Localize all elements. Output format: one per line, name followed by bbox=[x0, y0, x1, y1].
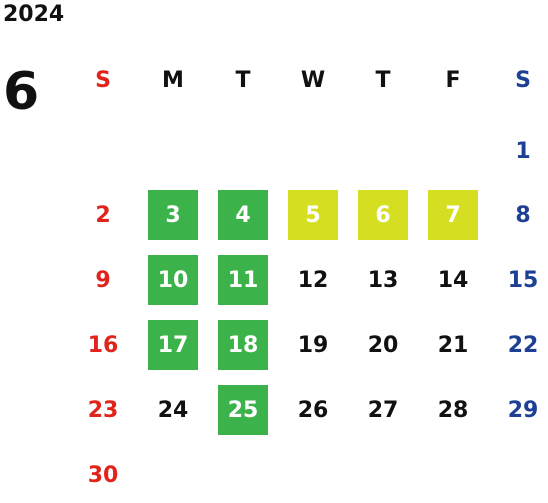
day-cell-2[interactable]: 2 bbox=[95, 202, 111, 228]
day-cell-27[interactable]: 27 bbox=[367, 397, 399, 423]
month-number: 6 bbox=[3, 62, 40, 122]
weekday-4: T bbox=[375, 68, 391, 93]
day-cell-11[interactable]: 11 bbox=[218, 255, 268, 305]
day-cell-26[interactable]: 26 bbox=[297, 397, 329, 423]
day-cell-16[interactable]: 16 bbox=[87, 332, 119, 358]
day-cell-1[interactable]: 1 bbox=[515, 138, 531, 164]
day-cell-6[interactable]: 6 bbox=[358, 190, 408, 240]
day-cell-7[interactable]: 7 bbox=[428, 190, 478, 240]
day-cell-28[interactable]: 28 bbox=[437, 397, 469, 423]
weekday-1: M bbox=[162, 68, 184, 93]
weekday-0: S bbox=[95, 68, 111, 93]
day-cell-13[interactable]: 13 bbox=[367, 267, 399, 293]
day-cell-4[interactable]: 4 bbox=[218, 190, 268, 240]
weekday-2: T bbox=[235, 68, 251, 93]
year-label: 2024 bbox=[3, 2, 65, 27]
day-cell-20[interactable]: 20 bbox=[367, 332, 399, 358]
day-cell-18[interactable]: 18 bbox=[218, 320, 268, 370]
day-cell-30[interactable]: 30 bbox=[87, 462, 119, 488]
day-cell-5[interactable]: 5 bbox=[288, 190, 338, 240]
day-cell-21[interactable]: 21 bbox=[437, 332, 469, 358]
weekday-6: S bbox=[515, 68, 531, 93]
day-cell-10[interactable]: 10 bbox=[148, 255, 198, 305]
day-cell-23[interactable]: 23 bbox=[87, 397, 119, 423]
day-cell-15[interactable]: 15 bbox=[507, 267, 539, 293]
day-cell-8[interactable]: 8 bbox=[515, 202, 531, 228]
day-cell-9[interactable]: 9 bbox=[95, 267, 111, 293]
day-cell-22[interactable]: 22 bbox=[507, 332, 539, 358]
day-cell-29[interactable]: 29 bbox=[507, 397, 539, 423]
day-cell-19[interactable]: 19 bbox=[297, 332, 329, 358]
day-cell-12[interactable]: 12 bbox=[297, 267, 329, 293]
day-cell-3[interactable]: 3 bbox=[148, 190, 198, 240]
day-cell-14[interactable]: 14 bbox=[437, 267, 469, 293]
day-cell-24[interactable]: 24 bbox=[157, 397, 189, 423]
weekday-5: F bbox=[445, 68, 461, 93]
day-cell-25[interactable]: 25 bbox=[218, 385, 268, 435]
day-cell-17[interactable]: 17 bbox=[148, 320, 198, 370]
weekday-3: W bbox=[300, 68, 326, 93]
